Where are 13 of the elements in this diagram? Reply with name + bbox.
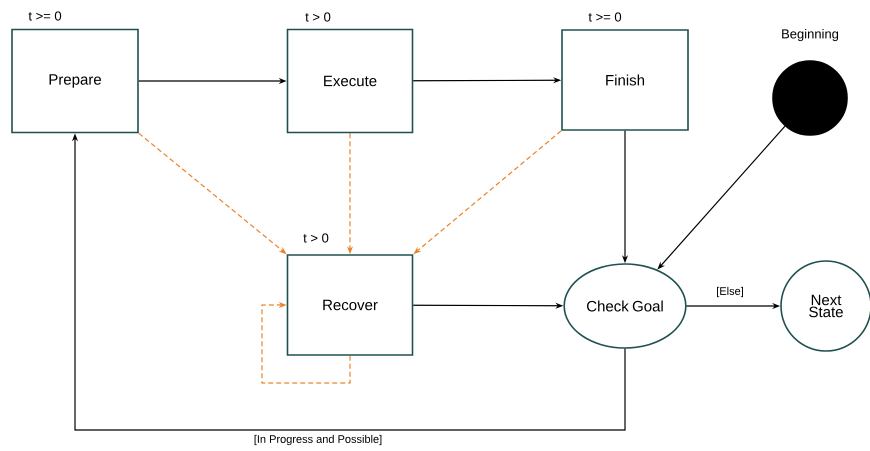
arrow xyxy=(261,302,351,384)
state-box: Finish xyxy=(561,29,689,131)
edge-label: [In Progress and Possible] xyxy=(252,433,384,447)
state-annotation: t > 0 xyxy=(303,233,328,243)
state-box: Prepare xyxy=(11,28,139,134)
state-annotation: t >= 0 xyxy=(28,11,62,21)
state-box: Execute xyxy=(286,28,414,134)
state-box: Recover xyxy=(286,254,414,356)
state-annotation: Beginning xyxy=(782,28,838,42)
state-annotation: t >= 0 xyxy=(588,12,622,22)
start-circle xyxy=(772,60,848,136)
edge-label: [Else] xyxy=(714,285,746,299)
state-annotation: t > 0 xyxy=(305,12,330,22)
